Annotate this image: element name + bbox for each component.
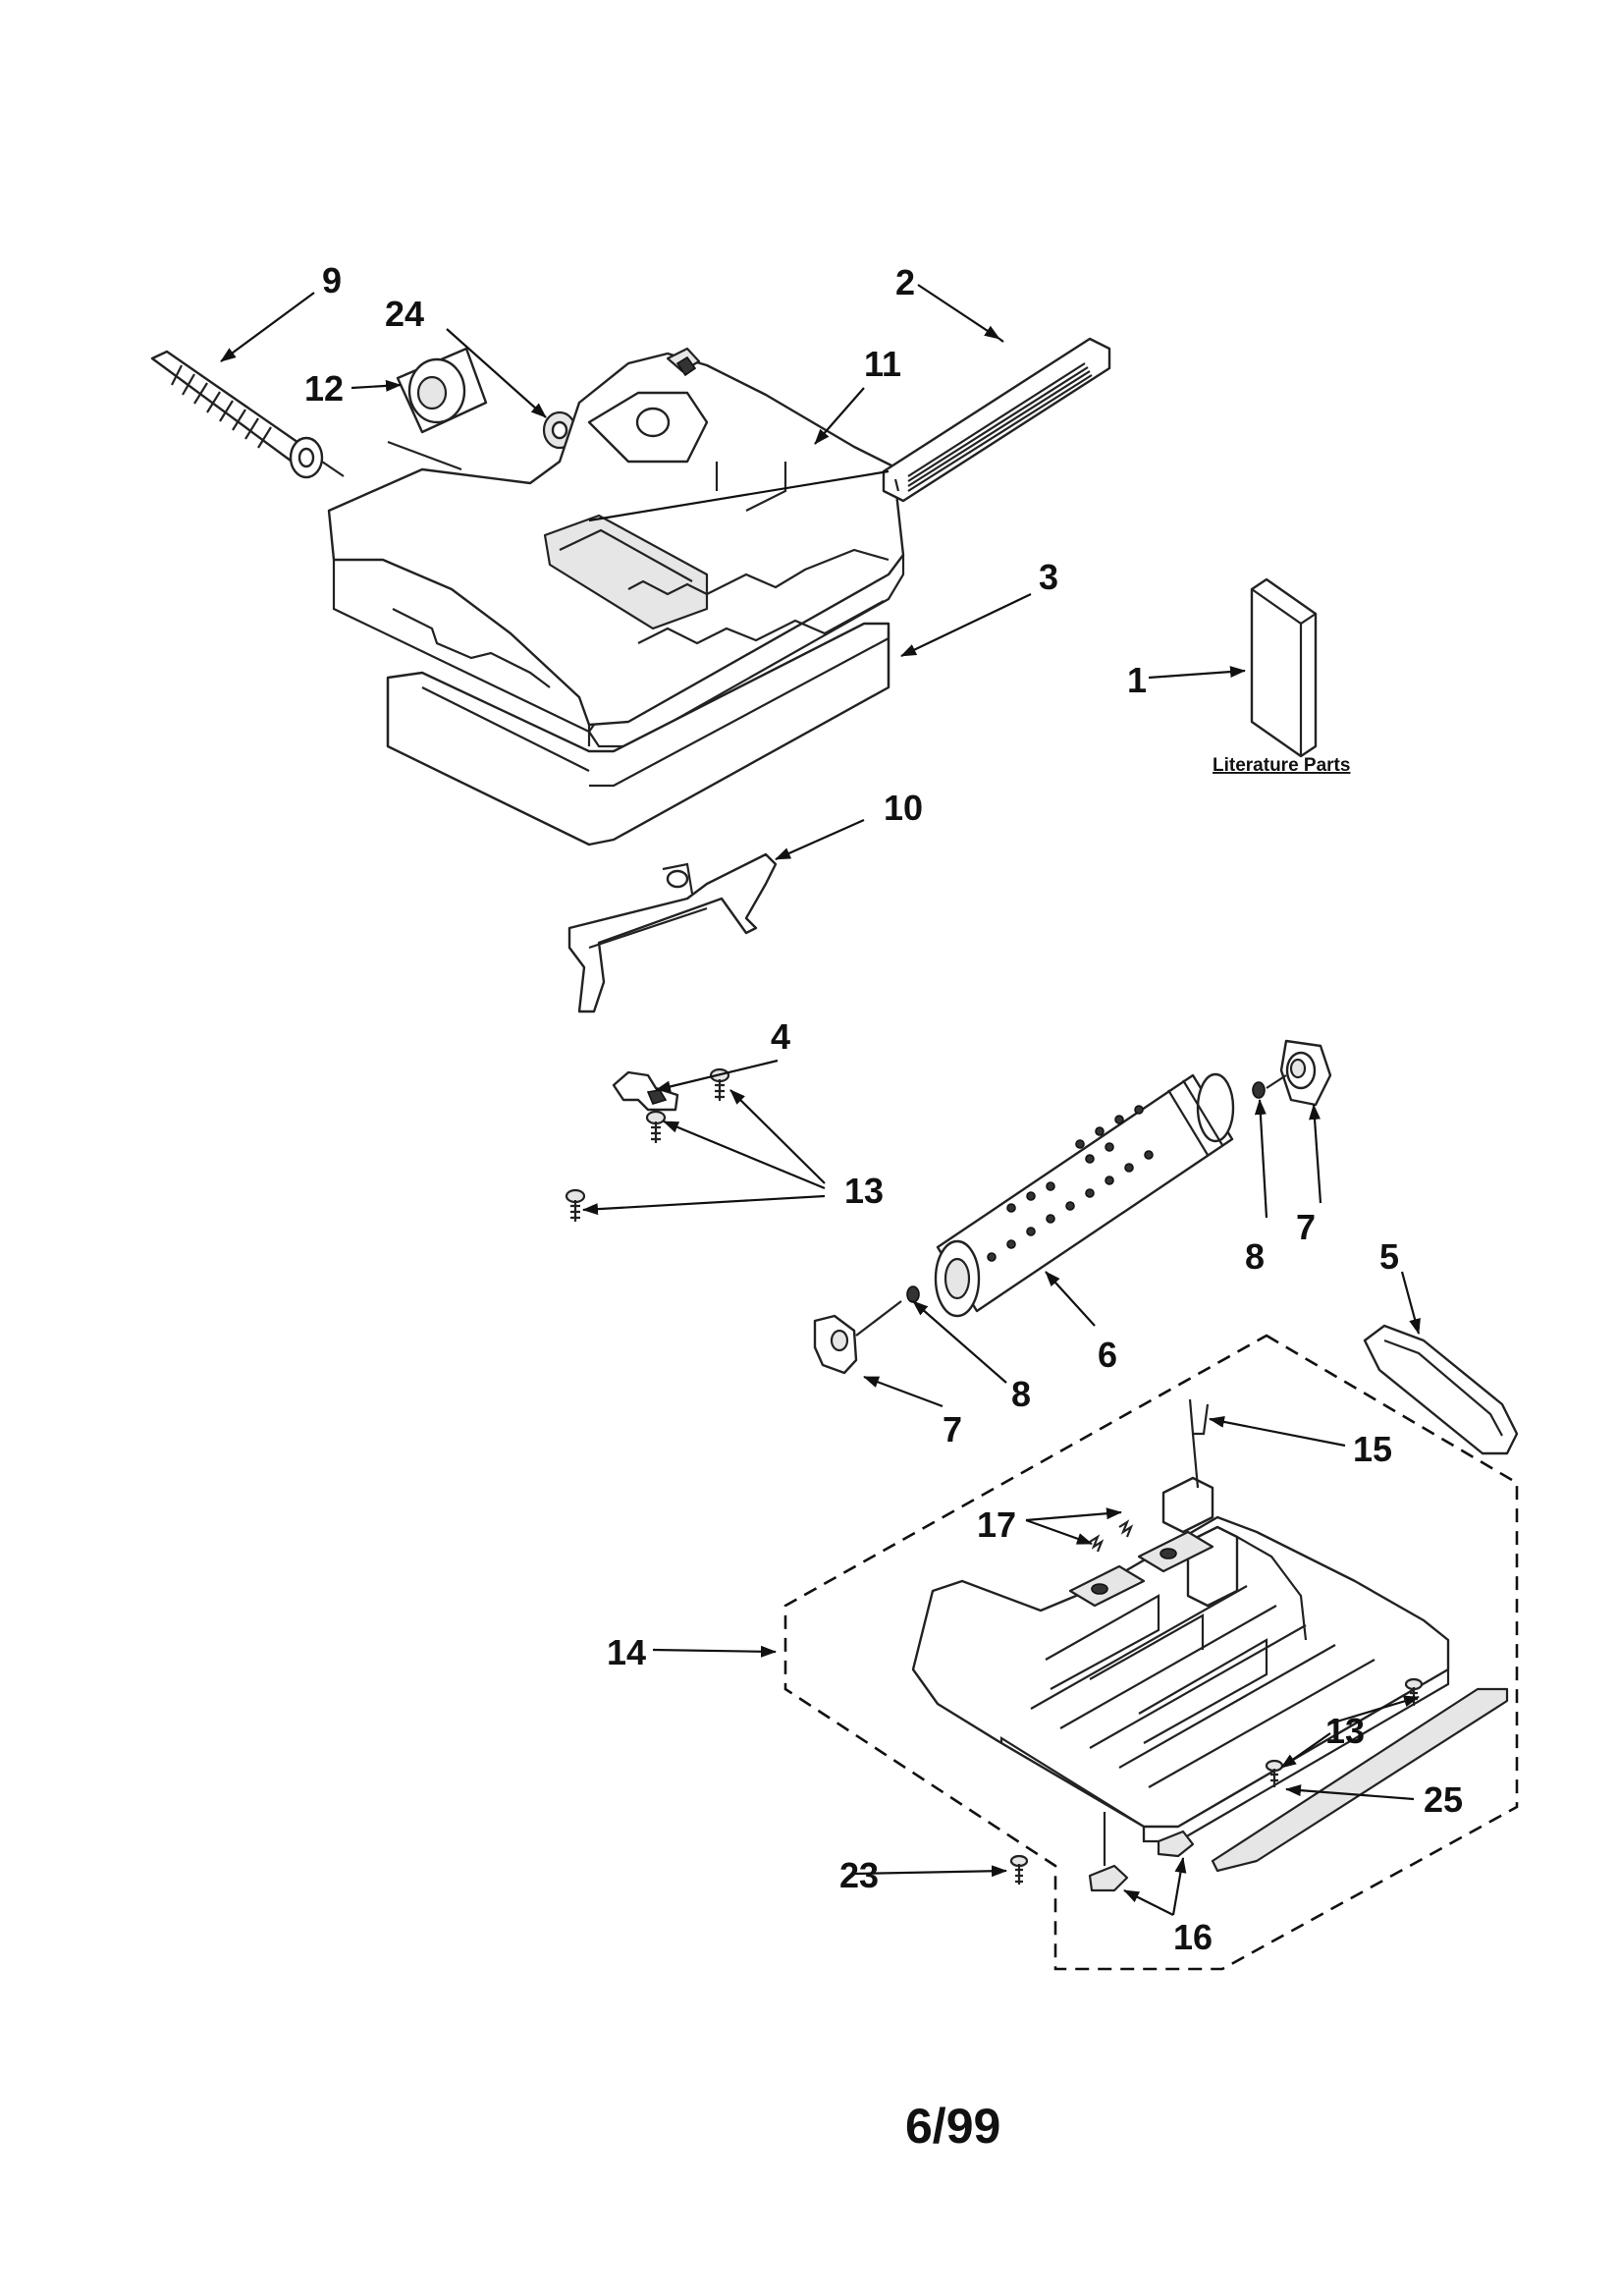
callout-8-right: 8 [1245,1236,1265,1277]
callout-2: 2 [895,262,915,302]
part-8-washers [906,1081,1266,1303]
callout-17: 17 [977,1504,1016,1545]
part-11-hood [327,347,905,748]
part-9-hose-end [150,350,345,479]
literature-parts-label: Literature Parts [1213,755,1350,776]
callout-15: 15 [1353,1429,1392,1469]
part-17-springs [1089,1519,1134,1553]
leader-lines [220,284,1421,1916]
callout-1: 1 [1127,660,1147,700]
callout-24: 24 [385,294,424,334]
callout-7-right: 7 [1296,1207,1316,1247]
part-10-bracket [567,852,778,1013]
part-2-grill [882,337,1111,503]
part-14-base-assembly [783,1334,1519,1971]
callout-11: 11 [864,344,901,384]
callout-6: 6 [1098,1335,1117,1375]
part-3-bumper [386,622,890,847]
callout-9: 9 [322,260,342,301]
callout-labels: 9 24 12 2 11 3 1 Literature Parts 10 4 1… [304,260,1463,2154]
callout-14: 14 [607,1632,646,1672]
revision-date: 6/99 [905,2099,1000,2154]
callout-25: 25 [1424,1779,1463,1820]
part-25-strip [1211,1687,1509,1873]
callout-4: 4 [771,1016,790,1057]
part-6-brush-roll [934,1072,1235,1318]
callout-13-upper: 13 [844,1171,884,1211]
part-1-literature [1250,577,1318,758]
callout-5: 5 [1379,1236,1399,1277]
callout-13-lower: 13 [1325,1711,1365,1751]
callout-16: 16 [1173,1917,1213,1957]
part-23-screw [1009,1854,1029,1885]
part-4-clip [612,1070,679,1112]
callout-8-left: 8 [1011,1374,1031,1414]
part-12-bushing [387,347,488,471]
part-5-belt [1363,1324,1519,1455]
part-16-slides [1088,1812,1195,1892]
part-7-end-caps [813,1039,1332,1375]
callout-7-left: 7 [943,1409,962,1449]
callout-3: 3 [1039,557,1058,597]
callout-10: 10 [884,788,923,828]
part-15-spring [1188,1398,1210,1489]
callout-23: 23 [839,1855,879,1895]
callout-12: 12 [304,368,344,409]
